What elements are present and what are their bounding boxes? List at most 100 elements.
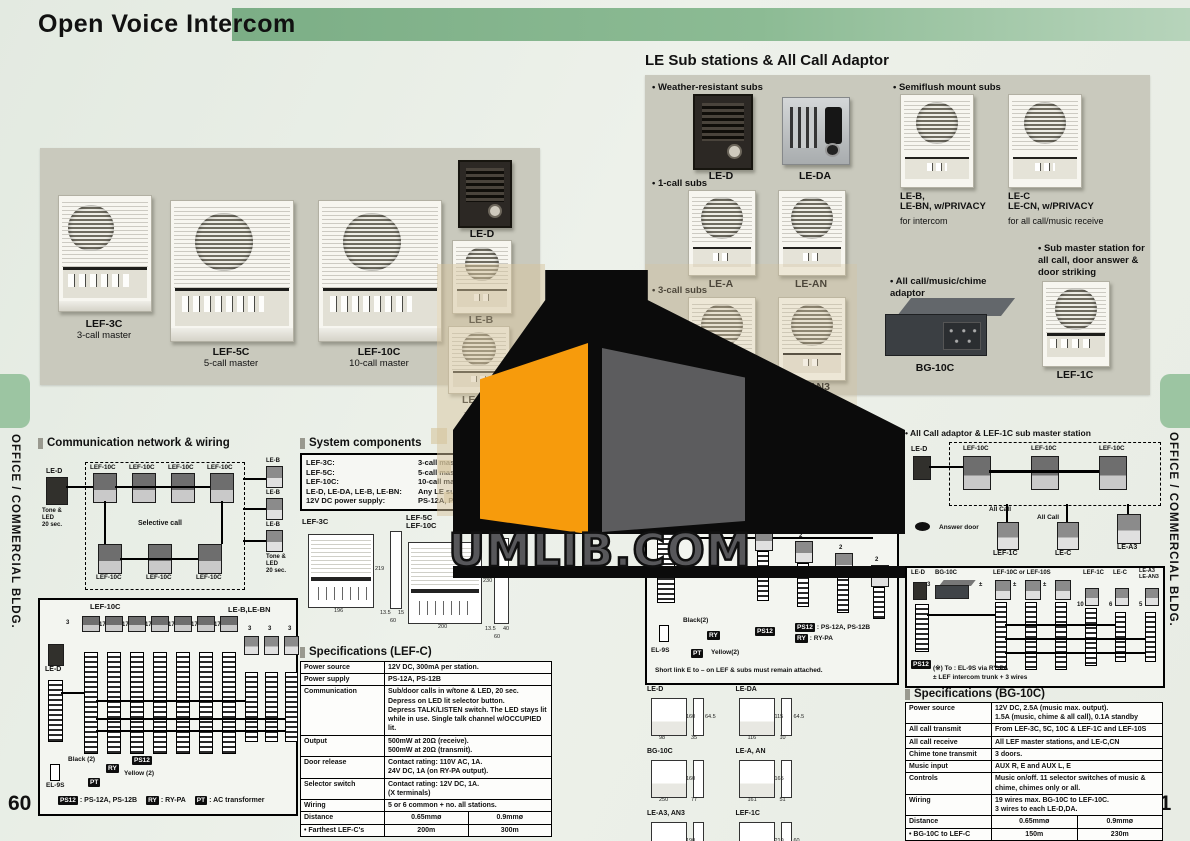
answer-door-caption: Answer door bbox=[939, 524, 979, 531]
station-icon-le-a3 bbox=[1117, 514, 1141, 544]
product-label-le-an: LE-AN bbox=[794, 278, 828, 290]
selective-call-caption: Selective call bbox=[138, 520, 182, 527]
product-label-le-b-bn: LE-B, LE-BN, w/PRIVACY bbox=[900, 191, 986, 213]
mic-housing bbox=[825, 106, 842, 144]
dim-depth: 60 bbox=[494, 634, 501, 640]
station-icon-master bbox=[1055, 580, 1071, 600]
ps12-chip: PS12 bbox=[755, 627, 775, 636]
all-call-diagram: LE-D LEF-10C LEF-10C LEF-10C All Call Al… bbox=[905, 442, 1163, 564]
station-icon-master bbox=[171, 473, 195, 503]
wiring-label-master: LEF-5C bbox=[655, 510, 680, 517]
louver-lines bbox=[701, 103, 745, 141]
all-call-caption: All Call bbox=[1037, 514, 1060, 521]
dim-height: 115 bbox=[774, 714, 784, 720]
station-icon-sub bbox=[835, 553, 853, 575]
terminal-strip bbox=[245, 672, 258, 742]
wiring-label-le-c: LE-C bbox=[1113, 570, 1127, 576]
terminal-strip bbox=[1115, 612, 1126, 662]
speaker-icon bbox=[68, 205, 114, 251]
ry-chip: RY bbox=[707, 631, 720, 640]
product-photo-le-d-left bbox=[458, 160, 512, 228]
wiring-label-le-b-bn: LE-B,LE-BN bbox=[228, 605, 271, 614]
diagram-label-lef10c: LEF-10C bbox=[1099, 445, 1125, 452]
station-icon-master bbox=[210, 473, 234, 503]
diagram-label-lef10c: LEF-10C bbox=[146, 574, 172, 581]
wire-count: 17 bbox=[168, 622, 175, 628]
wire bbox=[104, 501, 106, 544]
diagram-label-le-c: LE-C bbox=[1055, 550, 1072, 557]
drawing-front-view bbox=[739, 698, 776, 736]
station-icon-master bbox=[1025, 580, 1041, 600]
diagram-label-lef10c: LEF-10C bbox=[196, 574, 222, 581]
drawing-label: LE-A3, AN3 bbox=[647, 810, 685, 817]
product-label-le-d: LE-D bbox=[708, 170, 734, 182]
section-heading-spec-bg10c: Specifications (BG-10C) bbox=[905, 688, 1045, 700]
terminal-strip bbox=[1055, 602, 1067, 670]
station-icon-master bbox=[1099, 456, 1127, 490]
legend-chip: PS12 bbox=[58, 796, 78, 805]
terminal-strip bbox=[995, 602, 1007, 670]
speaker-icon bbox=[791, 304, 833, 346]
drawing-front-view bbox=[739, 822, 776, 841]
wire-color-black: Black(2) bbox=[683, 617, 709, 624]
header-green-bar bbox=[232, 8, 1190, 41]
terminal-strip bbox=[48, 680, 63, 742]
product-photo-le-a bbox=[688, 190, 756, 276]
wire-count: 17 bbox=[191, 622, 198, 628]
dim-depth: 60 bbox=[390, 618, 397, 624]
wire bbox=[221, 501, 223, 544]
legend-item: PS12: PS-12A, PS-12B bbox=[795, 623, 871, 632]
terminal-strip bbox=[873, 587, 885, 619]
legend-item: PS12: PS-12A, PS-12B bbox=[58, 796, 138, 805]
diagram-label-lef10c: LEF-10C bbox=[96, 574, 122, 581]
wire-color-yellow: Yellow (2) bbox=[124, 770, 154, 777]
bullet-single-master: • Single-master configuration bbox=[650, 424, 776, 434]
station-icon-le-d bbox=[46, 477, 68, 505]
legend-chip: RY bbox=[795, 634, 808, 643]
wiring-note-1: (※) To : EL-9S via RY-PA bbox=[933, 665, 1009, 672]
wiring-label-bg10c: BG-10C bbox=[935, 570, 958, 576]
wire-count: 3 bbox=[248, 626, 252, 632]
control-strip bbox=[783, 246, 841, 268]
wire-count: 17 bbox=[145, 622, 152, 628]
terminal-strip bbox=[797, 563, 809, 607]
wiring-label-le-d: LE-D bbox=[911, 570, 925, 576]
diagram-label-le-b: LE-B bbox=[266, 458, 280, 464]
section-heading-comm-network-left: Communication network & wiring bbox=[38, 437, 230, 449]
spec-distance-header: Distance 0.65mmø 0.9mmø bbox=[300, 811, 552, 825]
wire-count: 5 bbox=[1139, 602, 1143, 608]
diagram-label-lef10c: LEF-10C bbox=[207, 464, 233, 471]
wire-count: 3 bbox=[66, 620, 70, 626]
speaker-icon bbox=[791, 197, 833, 239]
wire bbox=[1066, 504, 1068, 522]
product-photo-le-b bbox=[900, 94, 974, 188]
product-photo-le-c bbox=[1008, 94, 1082, 188]
terminal-strip bbox=[153, 652, 167, 754]
dim-depth: 77 bbox=[691, 797, 698, 803]
dim-width: 196 bbox=[334, 608, 344, 614]
bullet-all-call-adaptor: • All Call adaptor & LEF-1C sub master s… bbox=[905, 428, 1091, 438]
wire bbox=[777, 448, 887, 450]
control-strip bbox=[1047, 332, 1105, 357]
product-label-le-d-left: LE-D bbox=[469, 228, 495, 240]
call-button bbox=[824, 142, 841, 158]
diagram-label-lef10c: LEF-10C bbox=[129, 464, 155, 471]
wiring-note: Short link E to – on LEF & subs must rem… bbox=[655, 667, 823, 674]
page-title: Open Voice Intercom bbox=[38, 10, 296, 38]
left-margin-label: OFFICE / COMMERCIAL BLDG. bbox=[9, 434, 21, 629]
product-photo-le-bn-left bbox=[448, 326, 510, 394]
wire bbox=[1005, 638, 1145, 640]
wire bbox=[1127, 504, 1129, 514]
station-icon-sub bbox=[755, 529, 773, 551]
wire bbox=[96, 700, 245, 702]
diagram-label-lef10c: LEF-10C bbox=[90, 464, 116, 471]
wiring-label-le-a3-an3: LE-A3 LE-AN3 bbox=[1139, 568, 1159, 580]
polarity-mark: ± bbox=[1043, 582, 1047, 588]
